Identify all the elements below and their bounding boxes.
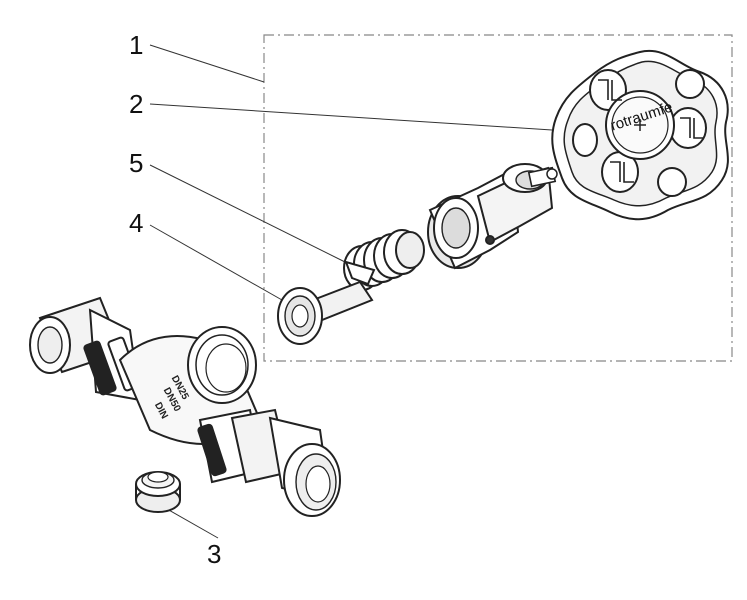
plug-cap [135, 471, 181, 513]
valve-disc [277, 280, 374, 345]
valve-body [29, 296, 341, 517]
wheel-logo-marks [598, 79, 704, 183]
spring [343, 229, 425, 291]
assembly-group-frame [263, 34, 733, 362]
valve-bonnet [427, 163, 558, 270]
callout-number-4: 4 [129, 208, 144, 238]
leader-line-2 [149, 103, 553, 131]
leader-line-5 [149, 164, 346, 263]
leader-line-1 [149, 44, 265, 83]
leader-lines [149, 44, 553, 539]
callout-number-1: 1 [129, 30, 144, 60]
leader-line-4 [149, 224, 283, 301]
handwheel [551, 49, 729, 221]
callout-number-2: 2 [129, 89, 144, 119]
callout-number-5: 5 [129, 148, 144, 178]
callout-number-3: 3 [207, 539, 222, 569]
